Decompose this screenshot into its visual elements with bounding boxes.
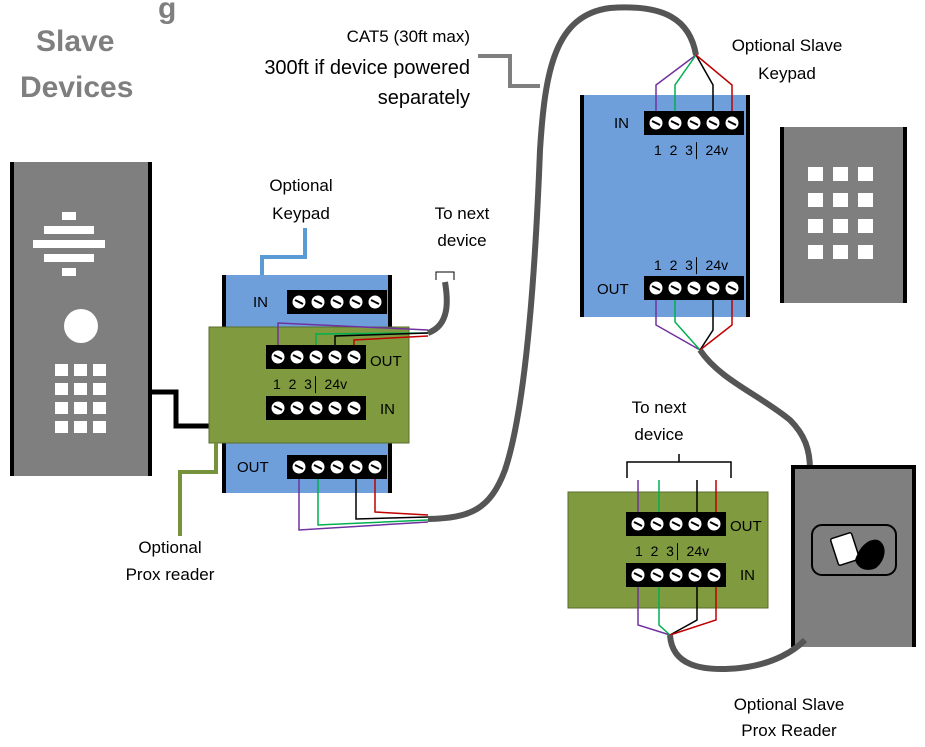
cable-note-leader: [478, 54, 540, 88]
cable-prox-to-lower-board: [667, 634, 808, 672]
left-out-wires: [277, 322, 429, 345]
left-interface-module: [208, 275, 410, 493]
left-out-label: OUT: [237, 459, 269, 476]
station-connector-wire: [152, 389, 210, 429]
door-station: [10, 162, 152, 476]
slave-keypad-in-wires: [655, 54, 733, 111]
lower-pins: 1 2 3│ 24v: [635, 543, 709, 561]
left-board-out-label: OUT: [370, 353, 402, 370]
optional-prox-label-1: Optional: [138, 538, 201, 557]
keypad-icon: [55, 364, 106, 433]
slave-keypad-interface: [580, 95, 750, 317]
lower-out-wires: [637, 480, 717, 512]
slave-keypad-label-1: Optional Slave: [732, 36, 843, 55]
optional-keypad-label-2: Keypad: [272, 204, 330, 223]
keypad-icon: [808, 167, 873, 259]
lower-out-label: OUT: [730, 518, 762, 535]
to-next-device-label-right-2: device: [634, 425, 683, 444]
optional-prox-wire: [178, 443, 218, 536]
left-board-in-label: IN: [380, 401, 395, 418]
slave-prox-label-1: Optional Slave: [734, 695, 845, 714]
left-board-pins: 1 2 3│ 24v: [273, 376, 347, 394]
left-bottom-wires: [298, 479, 429, 531]
slave-prox-device: [791, 465, 916, 647]
camera-lens-icon: [64, 309, 98, 343]
optional-keypad-wire: [260, 228, 307, 275]
lower-in-label: IN: [740, 567, 755, 584]
speaker-grille-icon: [33, 212, 105, 276]
card-reader-icon: [811, 524, 897, 576]
slave-keypad-out-wires: [655, 300, 733, 351]
optional-keypad-label-1: Optional: [269, 176, 332, 195]
title-line0: g: [158, 0, 176, 25]
cable-to-slave-prox: [697, 348, 813, 471]
main-cat5-cable: [427, 4, 699, 522]
to-next-device-bracket-right: [626, 461, 732, 478]
slave-keypad-in-label: IN: [614, 115, 629, 132]
slave-keypad-out-pins: 1 2 3│ 24v: [654, 257, 728, 275]
slave-keypad-device: [780, 127, 907, 303]
left-in-label: IN: [253, 294, 268, 311]
cable-note-line2: 300ft if device powered: [264, 57, 470, 79]
lower-interface-board: [567, 491, 769, 609]
optional-prox-label-2: Prox reader: [126, 565, 215, 584]
cable-note-line1: CAT5 (30ft max): [347, 27, 470, 46]
to-next-device-label-right-1: To next: [632, 398, 687, 417]
to-next-device-label-left-2: device: [437, 231, 486, 250]
slave-keypad-label-2: Keypad: [758, 64, 816, 83]
to-next-device-cable-left: [426, 281, 450, 336]
to-next-device-bracket-left: [435, 271, 455, 280]
title-line2: Devices: [20, 71, 133, 104]
lower-in-wires: [637, 587, 717, 636]
to-next-device-label-left-1: To next: [435, 204, 490, 223]
cable-note-line3: separately: [378, 87, 470, 109]
slave-keypad-in-pins: 1 2 3│ 24v: [654, 142, 728, 160]
slave-prox-label-2: Prox Reader: [741, 721, 837, 740]
title-line1: Slave: [36, 25, 114, 58]
slave-keypad-out-label: OUT: [597, 281, 629, 298]
